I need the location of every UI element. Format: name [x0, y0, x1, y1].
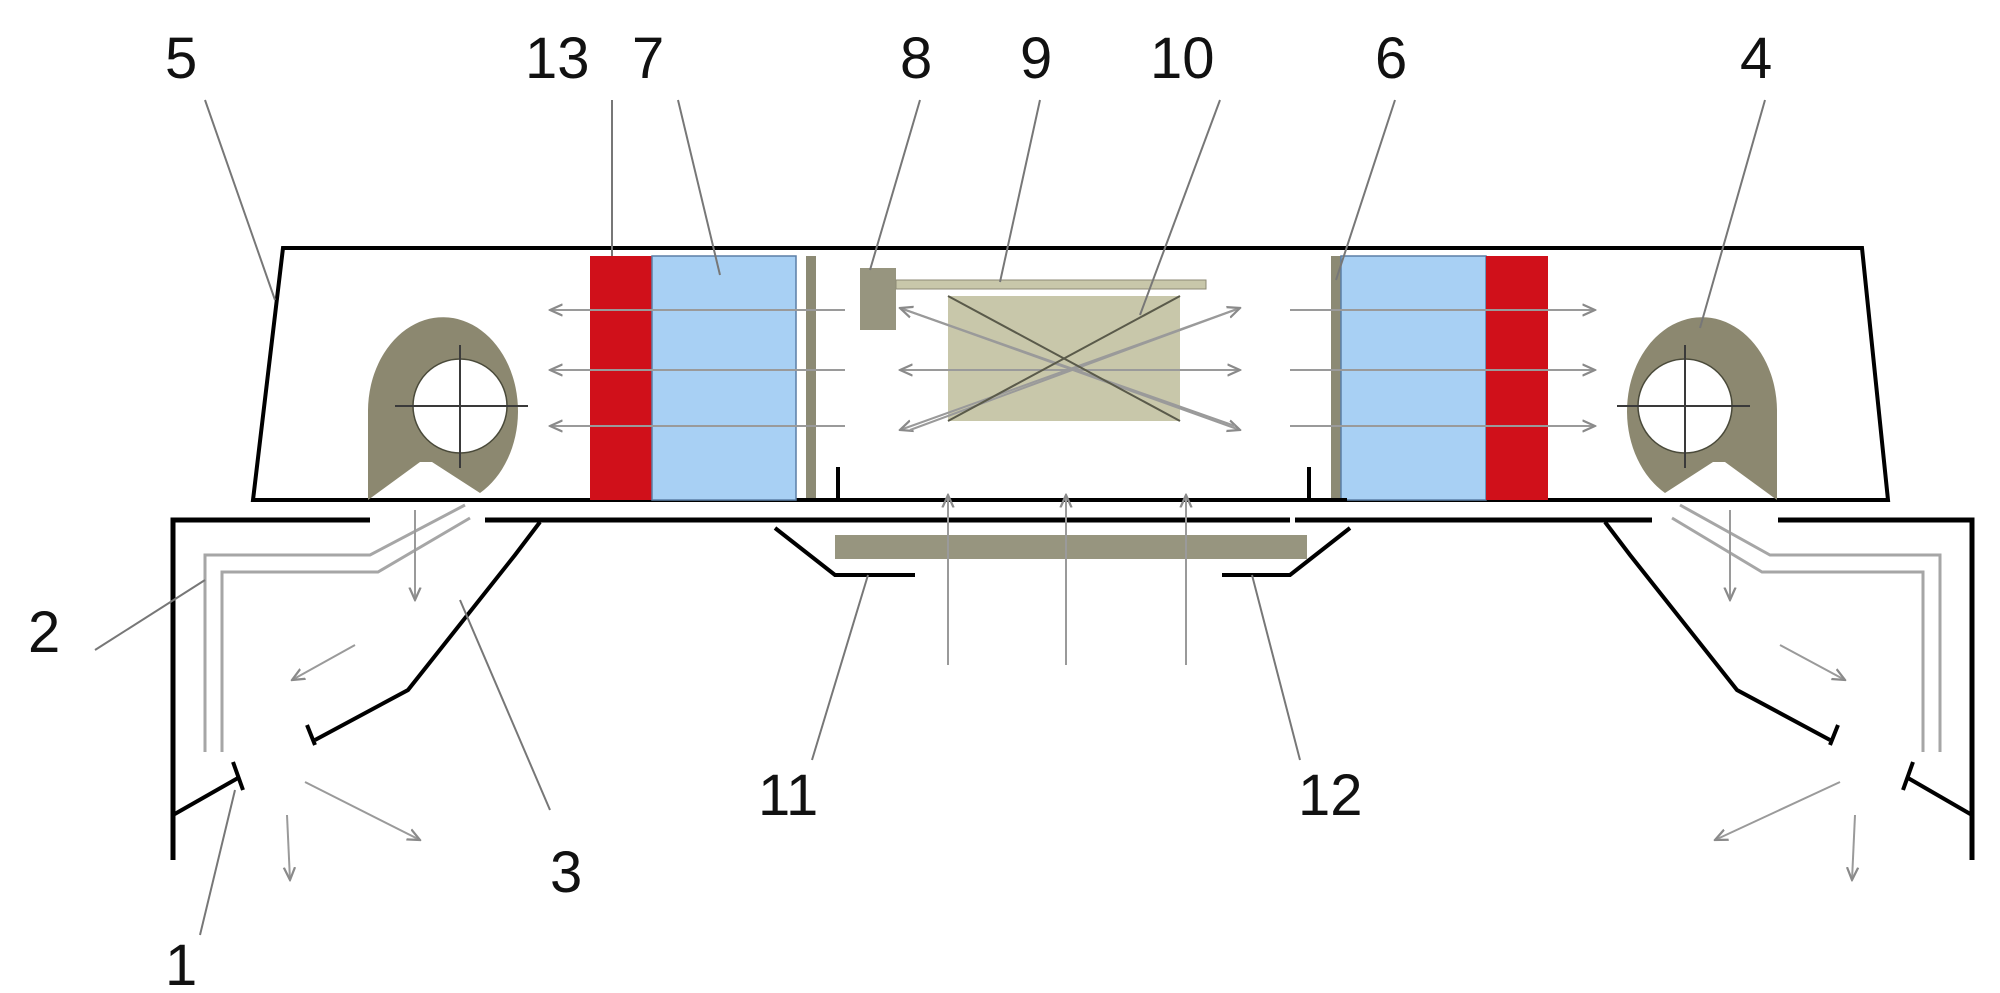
callout-13: 13: [525, 26, 590, 91]
callout-3: 3: [550, 840, 582, 905]
housing-floor: [170, 517, 1975, 860]
callout-6: 6: [1375, 26, 1407, 91]
mounting-plate-9: [895, 279, 1207, 290]
center-unit-cross: [947, 295, 1181, 422]
callout-labels: 5 13 7 8 9 10 6 4 2 3 1 11 12: [28, 26, 1772, 993]
supply-duct-right: [1671, 503, 1942, 752]
motor-8: [860, 268, 896, 330]
leader-lines: [94, 99, 1766, 936]
callout-9: 9: [1020, 26, 1052, 91]
door-left: [172, 761, 245, 817]
diffuser-right: [1603, 520, 1840, 746]
filter-bracket-left: [800, 467, 840, 502]
heater-left: [590, 256, 652, 500]
callout-7: 7: [632, 26, 664, 91]
filter-bracket-right: [1307, 467, 1347, 502]
callout-1: 1: [165, 933, 197, 993]
callout-12: 12: [1298, 763, 1363, 828]
airflow-arrows: [287, 308, 1855, 880]
blower-left: [368, 317, 528, 500]
bottom-plate: [835, 535, 1307, 559]
callout-10: 10: [1150, 26, 1215, 91]
guide-plate-12: [1222, 526, 1352, 577]
callout-2: 2: [28, 600, 60, 665]
callout-5: 5: [165, 26, 197, 91]
callout-11: 11: [758, 763, 818, 828]
filter-frame-left: [806, 256, 816, 500]
heater-right: [1486, 256, 1548, 500]
supply-duct-left: [203, 503, 471, 752]
callout-4: 4: [1740, 26, 1772, 91]
filter-right: [1340, 255, 1487, 501]
diffuser-left: [305, 520, 542, 746]
filter-frame-right: [1331, 256, 1341, 500]
callout-8: 8: [900, 26, 932, 91]
door-right: [1901, 761, 1974, 817]
guide-plate-11: [773, 526, 915, 577]
filter-left: [651, 255, 797, 501]
blower-right: [1617, 317, 1777, 500]
